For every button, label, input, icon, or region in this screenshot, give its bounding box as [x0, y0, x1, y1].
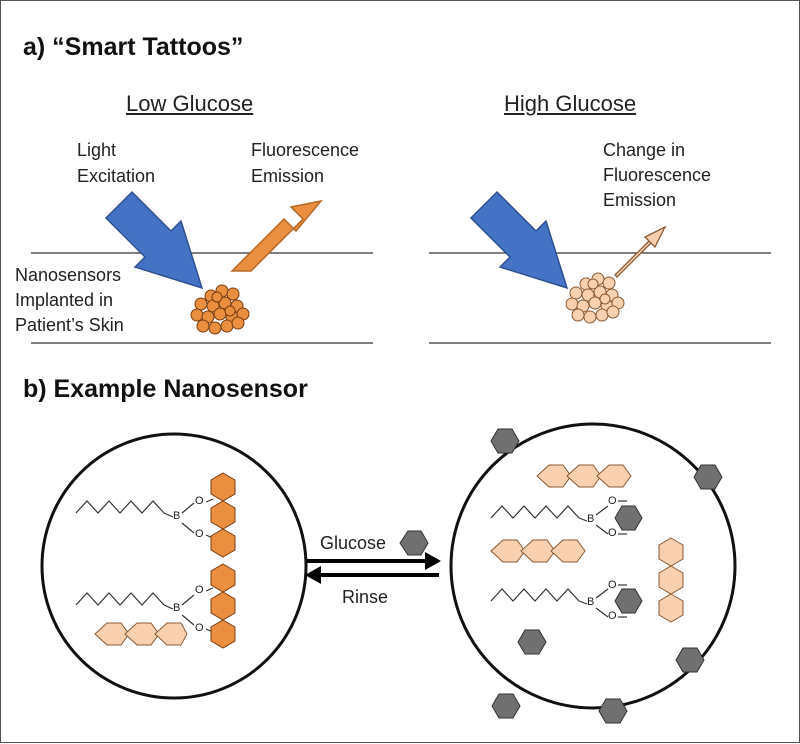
oxygen-atom-left-1a: O: [195, 495, 204, 507]
light-excitation-label-line2: Excitation: [77, 166, 156, 186]
fluorophore-stack-bound-2: [210, 563, 236, 649]
fluorophore-free-left: [94, 622, 188, 646]
light-excitation-label-line1: Light: [77, 140, 117, 160]
oxygen-atom-right-1a: O: [608, 495, 617, 507]
oxygen-atom-right-2b: O: [608, 610, 617, 622]
oxygen-atom-left-2b: O: [195, 622, 204, 634]
high-glucose-title: High Glucose: [504, 91, 637, 116]
fluorophore-stack-bound-1: [210, 472, 236, 558]
fluorophore-free-right-2: [490, 539, 586, 563]
panel-a-heading: a) “Smart Tattoos”: [23, 33, 244, 61]
low-glucose-title: Low Glucose: [126, 91, 254, 116]
fluorescence-emission-arrow-low: [230, 199, 323, 272]
skin-label-line1: Nanosensors: [15, 265, 122, 285]
oxygen-atom-right-1b: O: [608, 527, 617, 539]
boron-atom-left-1: B: [173, 510, 181, 522]
rinse-arrow-label: Rinse: [342, 587, 389, 607]
glucose-molecule-label: [399, 530, 429, 556]
light-excitation-arrow-low: [104, 190, 204, 290]
skin-label-line3: Patient’s Skin: [15, 315, 124, 335]
fluorophore-free-right-3: [658, 537, 684, 623]
skin-label-line2: Implanted in: [15, 290, 114, 310]
oxygen-atom-left-1b: O: [195, 528, 204, 540]
fluorophore-free-right-1: [536, 464, 632, 488]
change-emission-label-line3: Emission: [603, 190, 677, 210]
equilibrium-arrows: [305, 552, 441, 584]
light-excitation-arrow-high: [469, 190, 569, 290]
glucose-bound-2: [614, 588, 643, 614]
nanosensor-cluster-low: [190, 284, 250, 335]
boron-atom-left-2: B: [173, 602, 181, 614]
nanosensor-cluster-high: [565, 272, 625, 324]
panel-b-heading: b) Example Nanosensor: [23, 375, 308, 403]
glucose-bound-1: [614, 505, 643, 531]
oxygen-atom-left-2a: O: [195, 584, 204, 596]
free-glucose-molecules: [490, 428, 723, 724]
fluorescence-emission-label-line2: Emission: [251, 166, 325, 186]
boron-atom-right-2: B: [587, 596, 595, 608]
fluorescence-emission-label-line1: Fluorescence: [251, 140, 360, 160]
nanosensor-circle-left: [40, 432, 308, 700]
change-emission-label-line2: Fluorescence: [603, 165, 712, 185]
change-emission-arrow-high: [614, 225, 667, 278]
change-emission-label-line1: Change in: [603, 140, 686, 160]
glucose-arrow-label: Glucose: [320, 533, 387, 553]
oxygen-atom-right-2a: O: [608, 579, 617, 591]
boron-atom-right-1: B: [587, 513, 595, 525]
